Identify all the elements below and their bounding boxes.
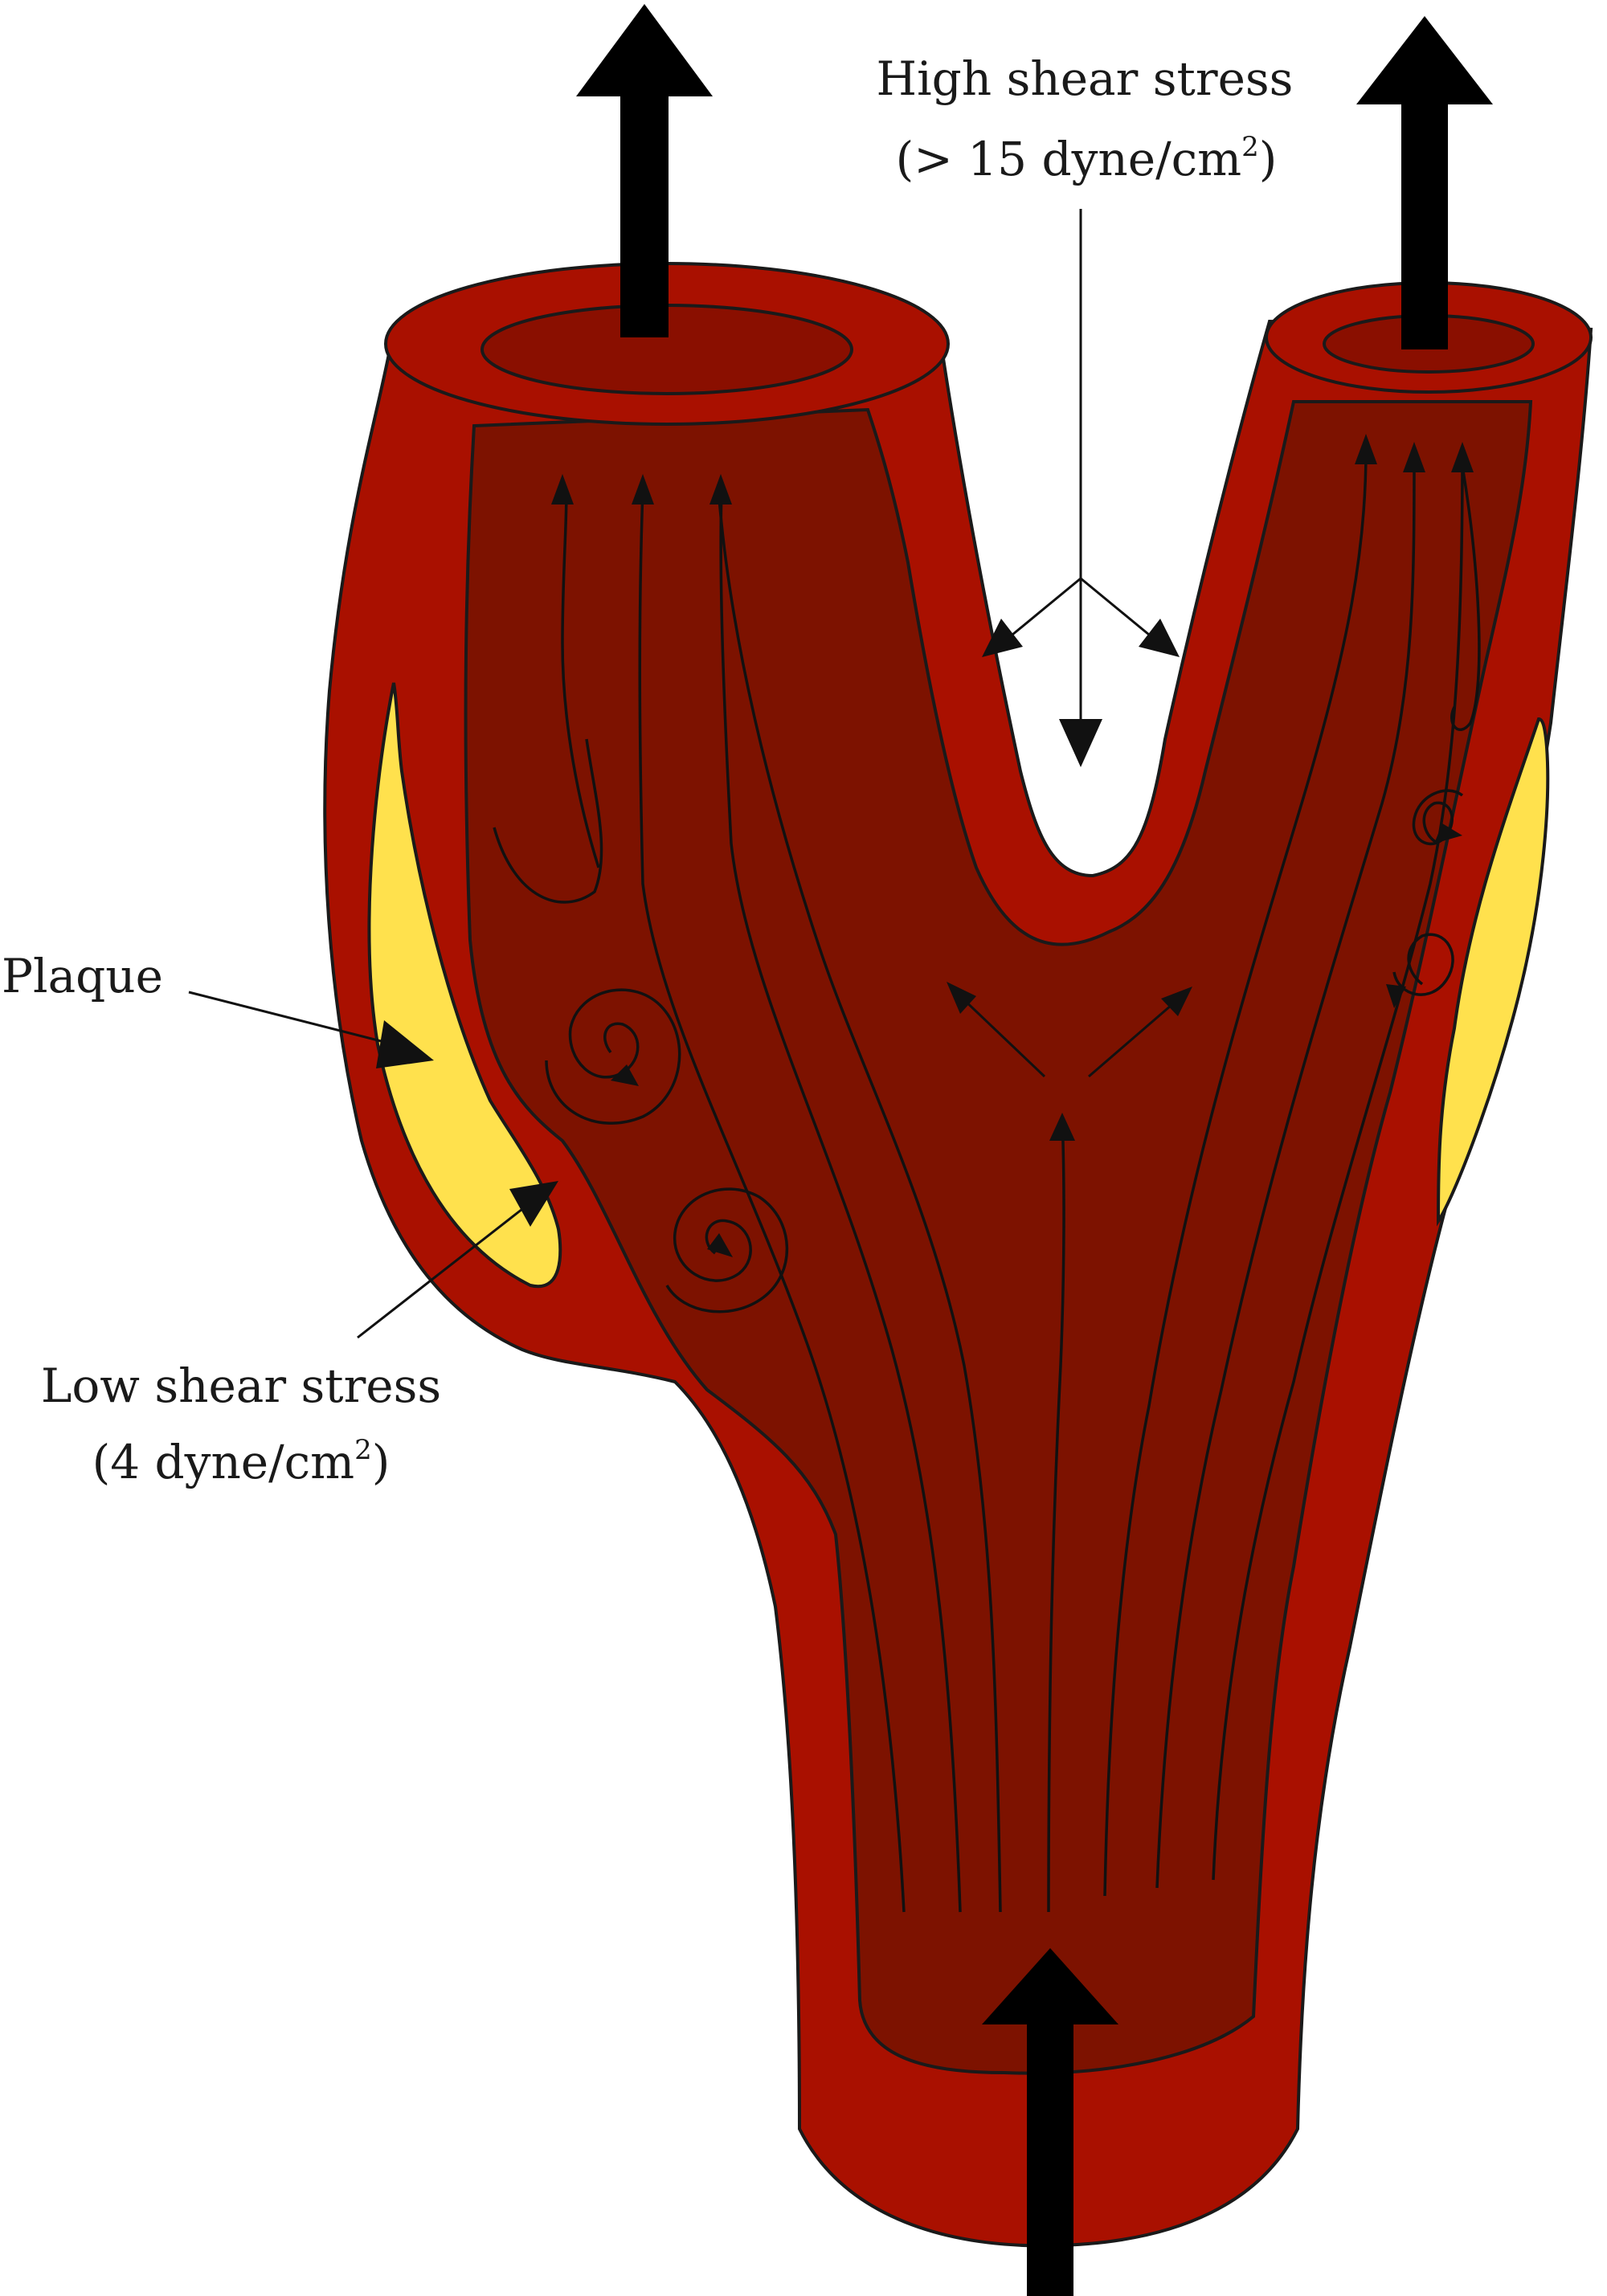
flow-line: [1155, 457, 1416, 1889]
vortex: [665, 1187, 789, 1313]
plaque-left: [367, 682, 562, 1289]
low-shear-superscript: 2: [354, 1434, 372, 1466]
high-shear-label-line2: (> 15 dyne/cm2): [896, 131, 1278, 186]
plaque-label: Plaque: [2, 949, 163, 1003]
high-shear-label-line1: High shear stress: [877, 51, 1294, 106]
flow-line: [493, 738, 603, 904]
low-shear-label-line2: (4 dyne/cm2): [92, 1434, 391, 1489]
low-shear-pointer: [357, 1181, 558, 1339]
flow-line: [638, 489, 906, 1913]
outflow-arrow-right: [1356, 16, 1493, 349]
vessel-lumen: [464, 400, 1533, 2075]
low-shear-value: (4 dyne/cm: [92, 1435, 355, 1489]
flow-line: [718, 497, 1002, 1913]
plaque-right: [1436, 717, 1550, 1227]
flow-streamlines: [493, 449, 1481, 1913]
high-shear-value: (> 15 dyne/cm: [896, 132, 1242, 186]
flow-arrowhead: [707, 1233, 733, 1257]
flow-arrowhead: [611, 1064, 639, 1086]
inflow-arrow: [982, 1948, 1118, 2296]
flow-arrowhead: [551, 474, 574, 505]
low-shear-label-line1: Low shear stress: [41, 1358, 441, 1413]
plaque-pointer: [188, 991, 434, 1068]
flow-line: [1047, 1116, 1065, 1913]
flow-arrowheads: [551, 434, 1474, 1257]
flow-line: [1103, 449, 1368, 1897]
high-shear-superscript: 2: [1241, 131, 1259, 163]
flow-arrowhead: [1403, 442, 1425, 472]
flow-arrowhead: [709, 474, 732, 505]
flow-arrowhead: [1451, 442, 1474, 472]
flow-line: [561, 489, 600, 868]
flow-line: [1450, 465, 1481, 731]
high-shear-close-paren: ): [1259, 132, 1278, 186]
divergence-arrows: [947, 982, 1192, 1078]
vortex: [545, 988, 681, 1125]
low-shear-close-paren: ): [372, 1435, 391, 1489]
flow-arrowhead: [1434, 823, 1462, 844]
blood-flow-arrows: [576, 4, 1493, 2296]
flow-arrowhead: [1049, 1113, 1075, 1141]
flow-arrowhead: [632, 474, 654, 505]
flow-arrowhead: [1386, 984, 1406, 1008]
flow-line: [719, 489, 962, 1913]
vortex: [1392, 933, 1454, 996]
outflow-arrow-left: [576, 4, 713, 337]
flow-arrowhead: [1355, 434, 1377, 464]
high-shear-pointer: [982, 209, 1180, 767]
